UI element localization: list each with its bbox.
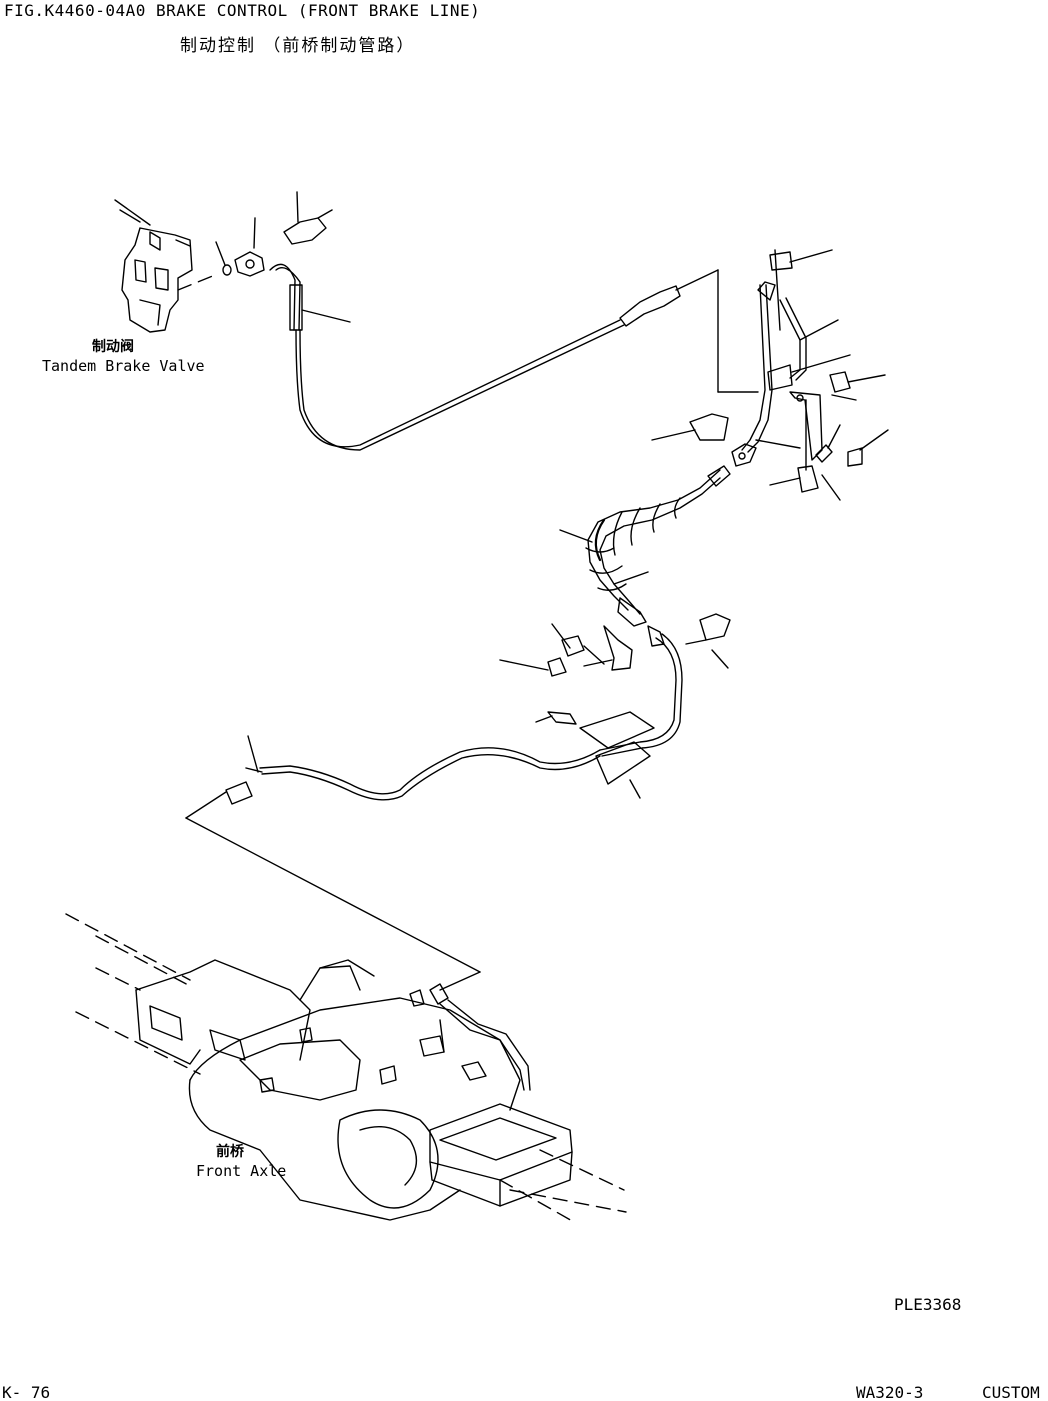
figure-title: FIG.K4460-04A0 BRAKE CONTROL (FRONT BRAK… [4,1,481,20]
axle-label-chinese: 前桥 [216,1144,244,1160]
front-axle-drawing [65,913,627,1223]
leader-lines-drawing [831,394,857,401]
lower-tube-drawing [185,633,683,991]
page-number: K- 76 [2,1383,51,1401]
valve-label-chinese: 制动阀 [92,339,134,355]
front-brake-tube-drawing [269,263,759,451]
drawing-code: PLE3368 [894,1295,962,1314]
clamp-bolts-drawing [499,613,731,677]
custom-tag: CUSTOM [982,1383,1040,1401]
valve-label: Tandem Brake Valve [42,357,205,375]
figure-title-chinese: 制动控制 （前桥制动管路） [180,36,416,56]
flexible-hose-drawing [559,465,731,627]
bracket-assembly-drawing [651,249,889,501]
machine-model: WA320-3 [856,1383,924,1401]
axle-label: Front Axle [196,1162,287,1180]
tandem-brake-valve-drawing [114,199,216,333]
valve-fittings-drawing [215,191,333,277]
